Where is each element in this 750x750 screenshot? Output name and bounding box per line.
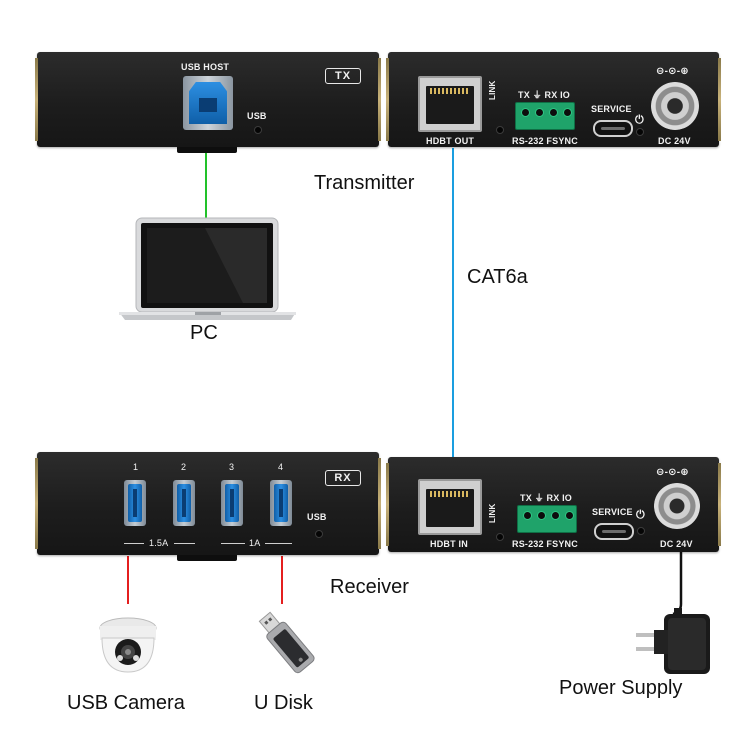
current-label-1a: 1A bbox=[249, 538, 261, 548]
usb-led-label: USB bbox=[247, 111, 267, 121]
panel-foot bbox=[177, 147, 237, 153]
power-icon: ⏻ bbox=[636, 509, 645, 521]
link-label: LINK bbox=[488, 503, 497, 523]
hdbt-in-label: HDBT IN bbox=[430, 539, 468, 549]
terminal-top-label: TX ⏚ RX IO bbox=[518, 90, 571, 100]
power-link-line bbox=[672, 548, 683, 616]
rx-badge: RX bbox=[325, 470, 361, 486]
terminal-screw bbox=[549, 108, 558, 117]
usb-a-tab bbox=[182, 489, 186, 517]
tx-hdbt-panel: HDBT OUT LINK TX ⏚ RX IO RS-232 FSYNC SE… bbox=[386, 52, 721, 147]
panel-edge-strip bbox=[378, 458, 381, 549]
dc-24v-label: DC 24V bbox=[660, 539, 693, 549]
laptop-icon bbox=[119, 217, 296, 320]
receiver-caption: Receiver bbox=[330, 576, 409, 598]
usb-a-tab bbox=[230, 489, 234, 517]
usb-b-port[interactable] bbox=[183, 76, 233, 130]
usb-a-port-1[interactable] bbox=[124, 480, 146, 526]
usb-c-tongue bbox=[601, 127, 625, 130]
rj45-pins bbox=[430, 88, 470, 94]
terminal-screw bbox=[563, 108, 572, 117]
usb-camera-caption: USB Camera bbox=[67, 692, 185, 714]
dc-24v-label: DC 24V bbox=[658, 136, 691, 146]
port-number-2: 2 bbox=[181, 462, 187, 472]
terminal-bottom-label: RS-232 FSYNC bbox=[512, 136, 578, 146]
group-bracket-right bbox=[265, 543, 292, 544]
usb-a-port-2[interactable] bbox=[173, 480, 195, 526]
panel-foot bbox=[177, 555, 237, 561]
terminal-bottom-label: RS-232 FSYNC bbox=[512, 539, 578, 549]
current-label-1-5a: 1.5A bbox=[149, 538, 169, 548]
terminal-screw bbox=[523, 511, 532, 520]
link-led bbox=[496, 126, 504, 134]
hdbt-out-port[interactable] bbox=[418, 76, 482, 132]
hdbt-in-port[interactable] bbox=[418, 479, 482, 535]
terminal-screw bbox=[537, 511, 546, 520]
polarity-icon: ⊖-⊙-⊕ bbox=[656, 467, 689, 478]
group-bracket-right bbox=[221, 543, 245, 544]
usb-camera-icon bbox=[99, 617, 157, 673]
rs232-terminal-block[interactable] bbox=[517, 505, 577, 533]
terminal-screw bbox=[535, 108, 544, 117]
panel-edge-strip bbox=[378, 58, 381, 141]
dc-power-jack[interactable] bbox=[654, 483, 700, 529]
group-bracket-left bbox=[124, 543, 144, 544]
udisk-caption: U Disk bbox=[254, 692, 313, 714]
port-number-1: 1 bbox=[133, 462, 139, 472]
cat6a-caption: CAT6a bbox=[467, 266, 528, 288]
terminal-screw bbox=[521, 108, 530, 117]
polarity-icon: ⊖-⊙-⊕ bbox=[656, 66, 689, 77]
usb-a-tab bbox=[133, 489, 137, 517]
usb-a-port-3[interactable] bbox=[221, 480, 243, 526]
usb-flash-drive-icon bbox=[258, 611, 315, 674]
power-adapter-icon bbox=[636, 608, 710, 674]
power-led bbox=[637, 527, 645, 535]
panel-edge-strip bbox=[718, 58, 721, 141]
panel-edge-strip bbox=[35, 458, 38, 549]
rj45-pins bbox=[430, 491, 470, 497]
link-led bbox=[496, 533, 504, 541]
pc-caption: PC bbox=[190, 322, 218, 344]
service-label: SERVICE bbox=[591, 104, 632, 114]
rx-hdbt-panel: HDBT IN LINK TX ⏚ RX IO RS-232 FSYNC SER… bbox=[386, 457, 721, 552]
tx-usb-panel: USB HOST USB TX bbox=[35, 52, 381, 153]
terminal-top-label: TX ⏚ RX IO bbox=[520, 493, 573, 503]
service-label: SERVICE bbox=[592, 507, 633, 517]
power-supply-caption: Power Supply bbox=[559, 677, 683, 699]
panel-edge-strip bbox=[386, 58, 389, 141]
power-icon: ⏻ bbox=[635, 114, 644, 126]
panel-edge-strip bbox=[718, 463, 721, 546]
usb-led-label: USB bbox=[307, 512, 327, 522]
rx-usb-panel: 1 2 3 4 1.5A 1A USB RX bbox=[35, 452, 381, 561]
transmitter-caption: Transmitter bbox=[314, 172, 415, 194]
terminal-screw bbox=[551, 511, 560, 520]
port-number-3: 3 bbox=[229, 462, 235, 472]
rs232-terminal-block[interactable] bbox=[515, 102, 575, 130]
link-label: LINK bbox=[488, 80, 497, 100]
panel-edge-strip bbox=[35, 58, 38, 141]
hdbt-out-label: HDBT OUT bbox=[426, 136, 475, 146]
power-led bbox=[636, 128, 644, 136]
service-usb-c-port[interactable] bbox=[594, 523, 634, 540]
port-number-4: 4 bbox=[278, 462, 284, 472]
usb-a-tab bbox=[279, 489, 283, 517]
dc-power-jack[interactable] bbox=[651, 82, 699, 130]
usb-host-label: USB HOST bbox=[181, 62, 230, 72]
tx-badge: TX bbox=[325, 68, 361, 84]
service-usb-c-port[interactable] bbox=[593, 120, 633, 137]
usb-led-indicator bbox=[254, 126, 262, 134]
panel-edge-strip bbox=[386, 463, 389, 546]
usb-led-indicator bbox=[315, 530, 323, 538]
usb-a-port-4[interactable] bbox=[270, 480, 292, 526]
terminal-screw bbox=[565, 511, 574, 520]
group-bracket-left bbox=[174, 543, 195, 544]
usb-b-slot bbox=[199, 98, 217, 112]
usb-c-tongue bbox=[602, 530, 626, 533]
